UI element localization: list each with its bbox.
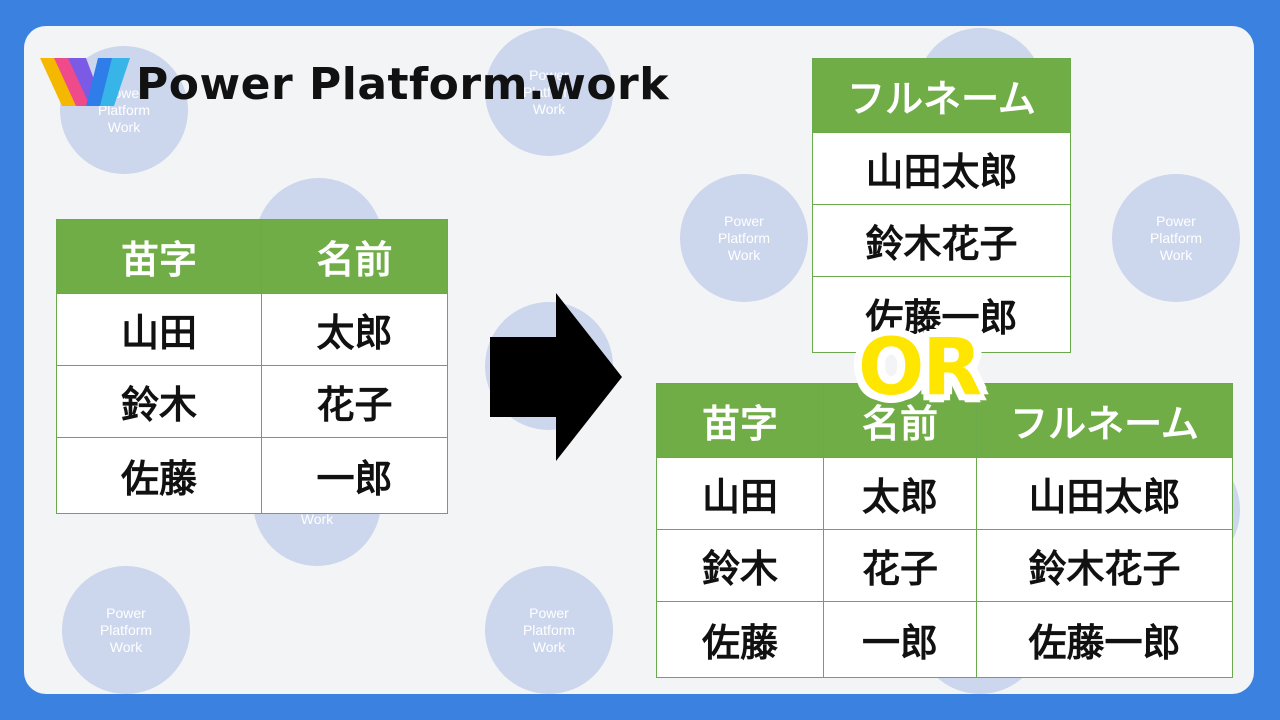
header-cell: 苗字 — [656, 383, 824, 458]
watermark-line: Platform — [522, 83, 576, 100]
watermark-line: Work — [1159, 246, 1193, 263]
table-cell: 山田太郎 — [976, 457, 1233, 530]
watermark-line: Work — [107, 118, 141, 135]
watermark-circle: Power Platform Work — [680, 174, 808, 302]
table-cell: 花子 — [261, 365, 448, 438]
watermark-circle: Power Platform Work — [62, 566, 190, 694]
watermark-line: Work — [532, 100, 566, 117]
table-cell: 佐藤 — [56, 437, 262, 514]
table-cell: 鈴木花子 — [812, 204, 1071, 277]
header-cell: 苗字 — [56, 219, 262, 294]
watermark-line: Work — [532, 638, 566, 655]
table-cell: 山田太郎 — [812, 132, 1071, 205]
table-cell: 佐藤 — [656, 601, 824, 678]
or-label: OR — [855, 320, 985, 416]
header-cell: フルネーム — [976, 383, 1233, 458]
watermark-circle: Power Platform Work — [485, 566, 613, 694]
table-cell: 佐藤一郎 — [812, 276, 1071, 353]
table-cell: 鈴木 — [656, 529, 824, 602]
watermark-line: Platform — [522, 621, 576, 638]
table-cell: 太郎 — [823, 457, 977, 530]
brand-logo-icon — [40, 58, 130, 106]
table-cell: 佐藤一郎 — [976, 601, 1233, 678]
watermark-line: Platform — [1149, 229, 1203, 246]
table-cell: 一郎 — [261, 437, 448, 514]
brand-title: Power Platform.work — [136, 59, 670, 110]
combined-table: 苗字 名前 フルネーム 山田 太郎 山田太郎 鈴木 花子 鈴木花子 佐藤 一郎 … — [656, 383, 1233, 678]
watermark-line: Work — [300, 510, 334, 527]
watermark-line: Power — [529, 66, 569, 83]
left-table: 苗字 名前 山田 太郎 鈴木 花子 佐藤 一郎 — [56, 219, 448, 514]
table-cell: 鈴木 — [56, 365, 262, 438]
watermark-line: Platform — [717, 229, 771, 246]
watermark-line: Power — [724, 212, 764, 229]
table-cell: 山田 — [56, 293, 262, 366]
watermark-circle: Power Platform Work — [1112, 174, 1240, 302]
watermark-line: Power — [529, 604, 569, 621]
header-cell: フルネーム — [812, 58, 1071, 133]
watermark-line: Work — [727, 246, 761, 263]
watermark-line: Power — [1156, 212, 1196, 229]
table-cell: 太郎 — [261, 293, 448, 366]
watermark-line: Power — [106, 604, 146, 621]
right-arrow-icon — [490, 293, 622, 461]
fullname-table: フルネーム 山田太郎 鈴木花子 佐藤一郎 — [812, 58, 1071, 353]
table-cell: 花子 — [823, 529, 977, 602]
table-cell: 鈴木花子 — [976, 529, 1233, 602]
watermark-line: Work — [109, 638, 143, 655]
table-cell: 山田 — [656, 457, 824, 530]
watermark-line: Platform — [99, 621, 153, 638]
header-cell: 名前 — [823, 383, 977, 458]
watermark-circle: Power Platform Work — [485, 28, 613, 156]
table-cell: 一郎 — [823, 601, 977, 678]
header-cell: 名前 — [261, 219, 448, 294]
